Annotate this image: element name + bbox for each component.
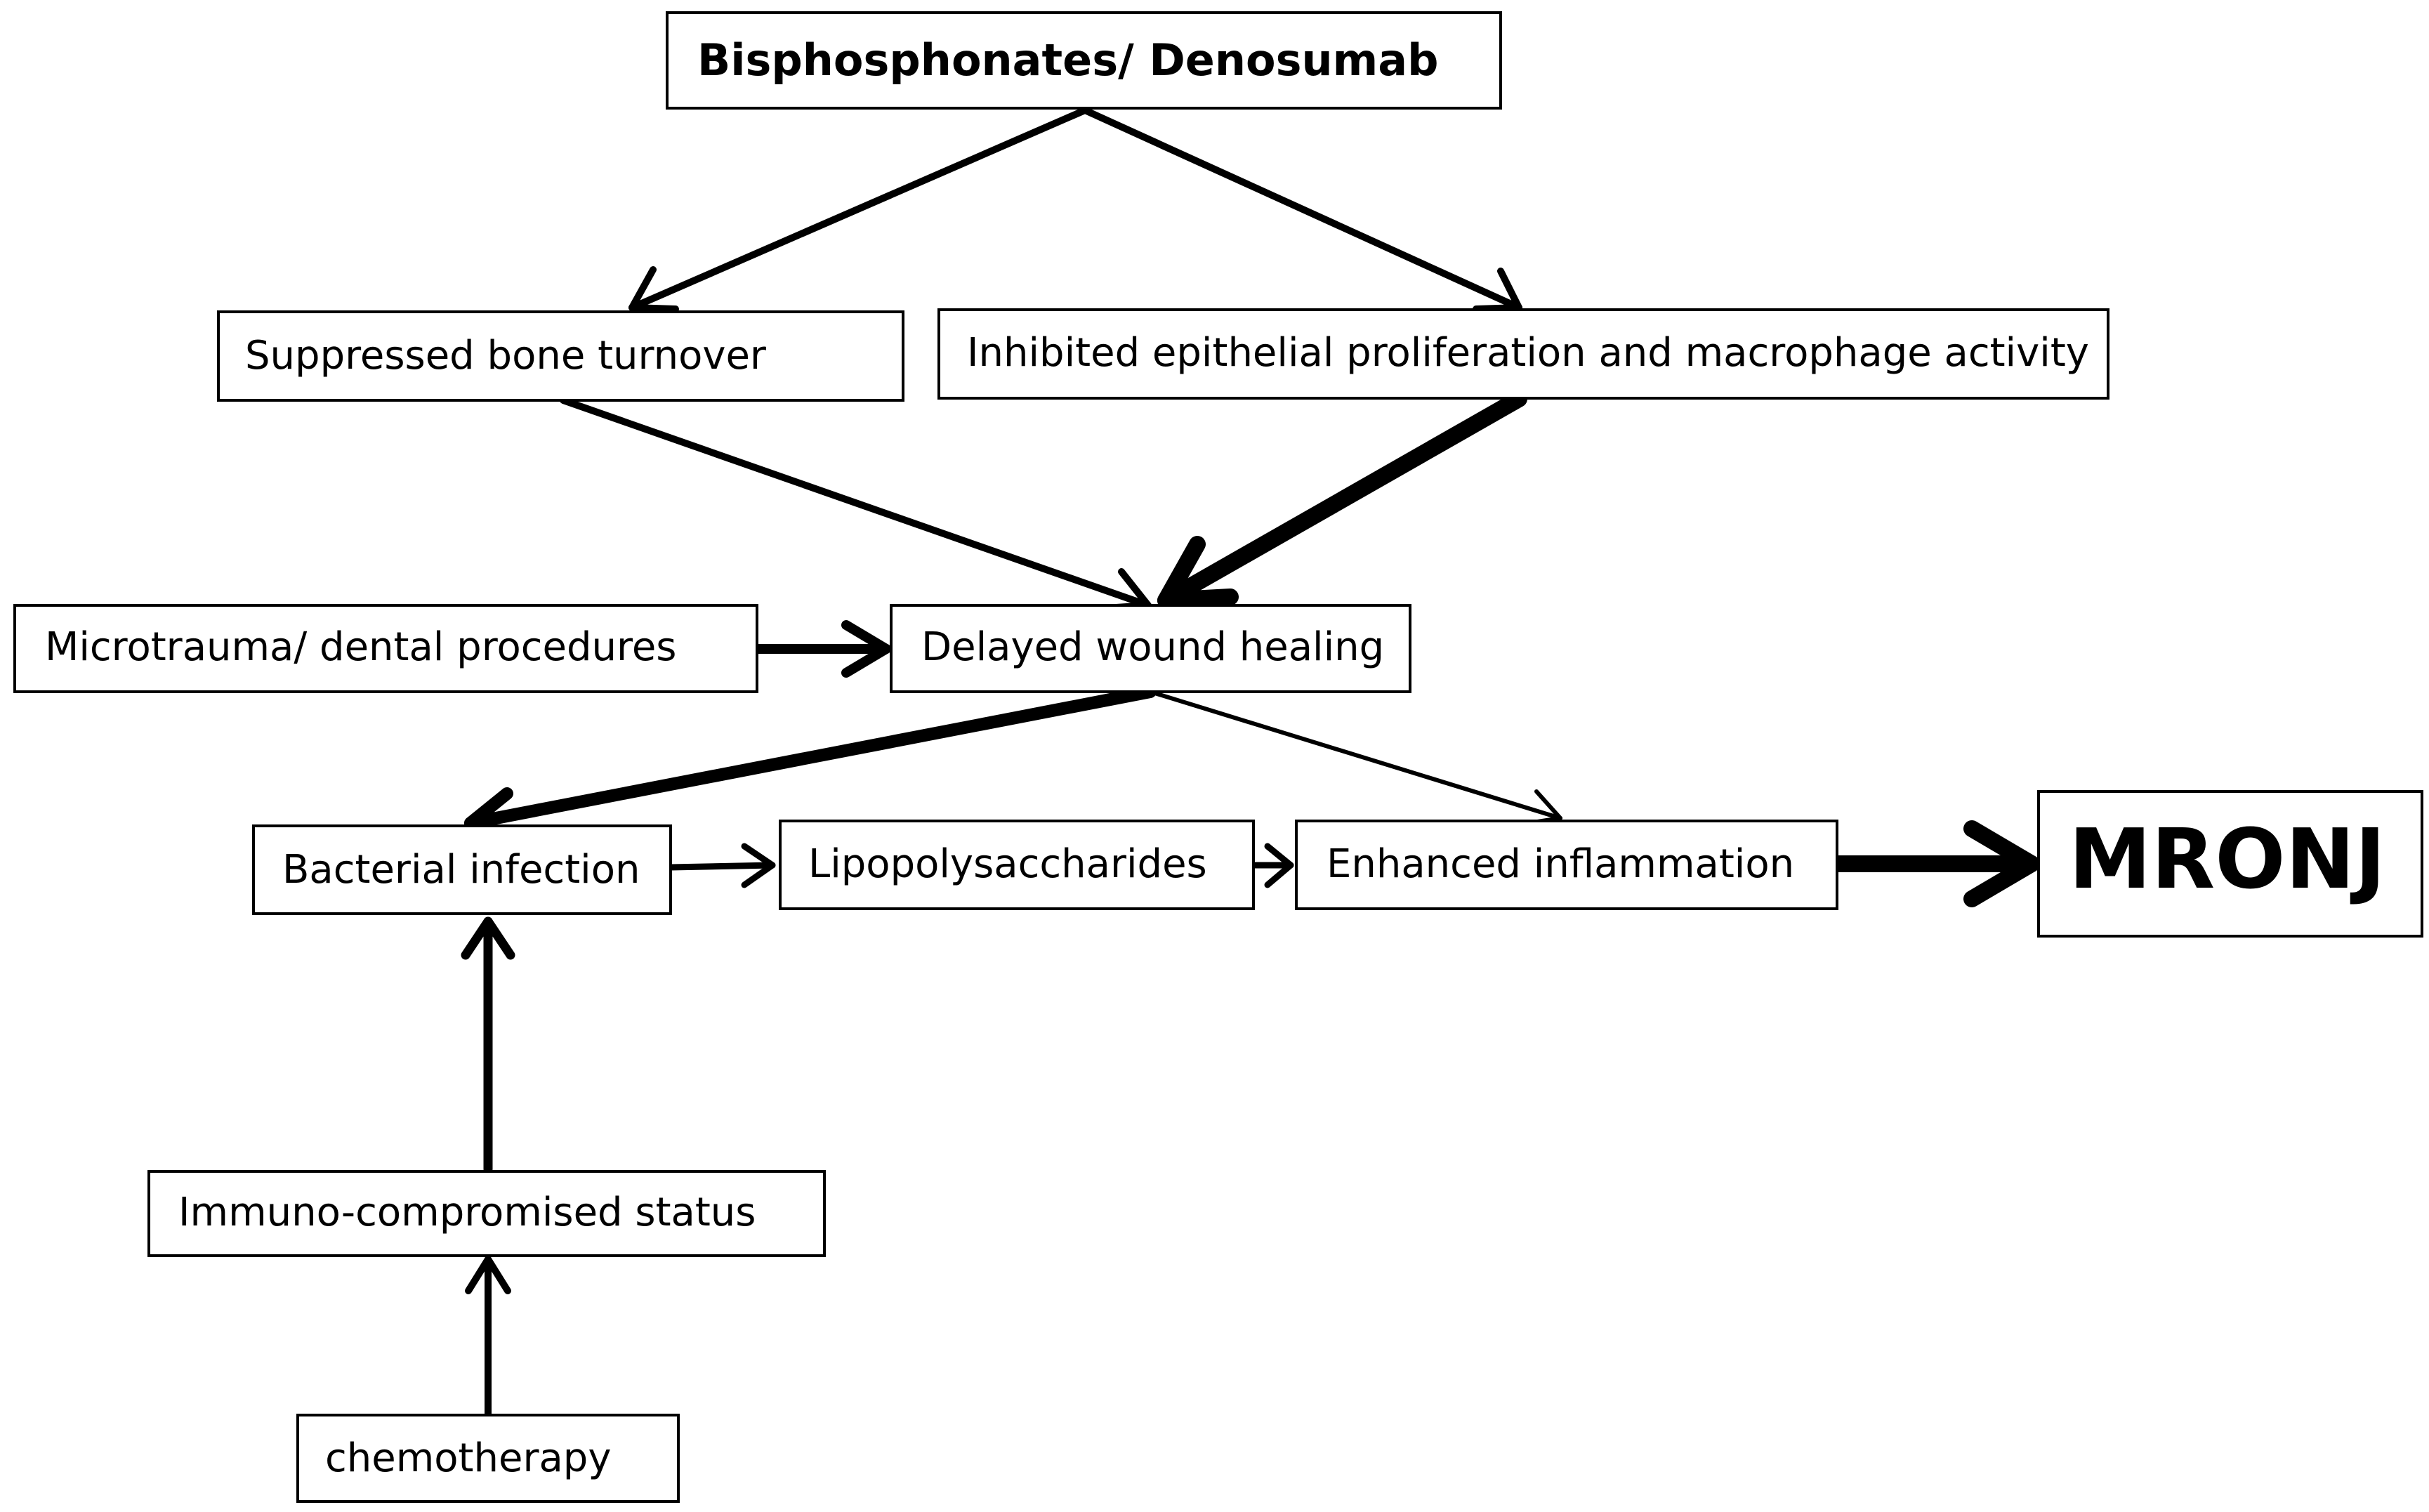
node-microtrauma-label: Microtrauma/ dental procedures — [45, 624, 676, 670]
node-microtrauma: Microtrauma/ dental procedures — [13, 604, 758, 693]
arrow-chemo-to-immuno — [465, 1256, 511, 1417]
arrow-immuno-to-bacterial — [461, 916, 515, 1174]
arrow-lps-to-inflammation — [1250, 843, 1294, 888]
arrow-epithelial-to-wound — [1157, 390, 1527, 609]
node-bone-turnover-label: Suppressed bone turnover — [245, 333, 767, 379]
arrow-wound-to-inflammation — [1148, 690, 1562, 826]
arrow-drugs-to-epithelial — [1081, 107, 1522, 313]
node-mronj: MRONJ — [2037, 790, 2423, 938]
node-epithelial-label: Inhibited epithelial proliferation and m… — [967, 330, 2089, 376]
node-immunocompromised: Immuno-compromised status — [147, 1170, 826, 1257]
node-wound-healing: Delayed wound healing — [890, 604, 1411, 693]
arrow-trauma-to-wound — [753, 620, 891, 678]
node-bone-turnover: Suppressed bone turnover — [217, 310, 904, 402]
node-lipopolysaccharides: Lipopolysaccharides — [779, 820, 1255, 910]
node-mronj-label: MRONJ — [2069, 810, 2385, 907]
node-lipopolysaccharides-label: Lipopolysaccharides — [808, 841, 1207, 887]
node-enhanced-inflammation: Enhanced inflammation — [1295, 820, 1838, 910]
node-wound-healing-label: Delayed wound healing — [921, 624, 1384, 670]
arrow-bone-to-wound — [560, 397, 1152, 612]
node-bacterial-infection-label: Bacterial infection — [282, 847, 640, 893]
arrow-drugs-to-bone — [628, 107, 1088, 313]
arrow-bacterial-to-lps — [667, 843, 776, 888]
arrow-inflammation-to-mronj — [1830, 820, 2040, 907]
node-drugs-label: Bisphosphonates/ Denosumab — [697, 34, 1438, 86]
node-drugs: Bisphosphonates/ Denosumab — [666, 11, 1502, 110]
node-chemotherapy: chemotherapy — [296, 1414, 680, 1503]
node-epithelial: Inhibited epithelial proliferation and m… — [937, 308, 2109, 400]
node-enhanced-inflammation-label: Enhanced inflammation — [1327, 841, 1794, 887]
node-immunocompromised-label: Immuno-compromised status — [178, 1190, 756, 1235]
arrow-wound-to-bacterial — [464, 685, 1157, 846]
node-bacterial-infection: Bacterial infection — [252, 824, 672, 915]
node-chemotherapy-label: chemotherapy — [325, 1435, 611, 1481]
